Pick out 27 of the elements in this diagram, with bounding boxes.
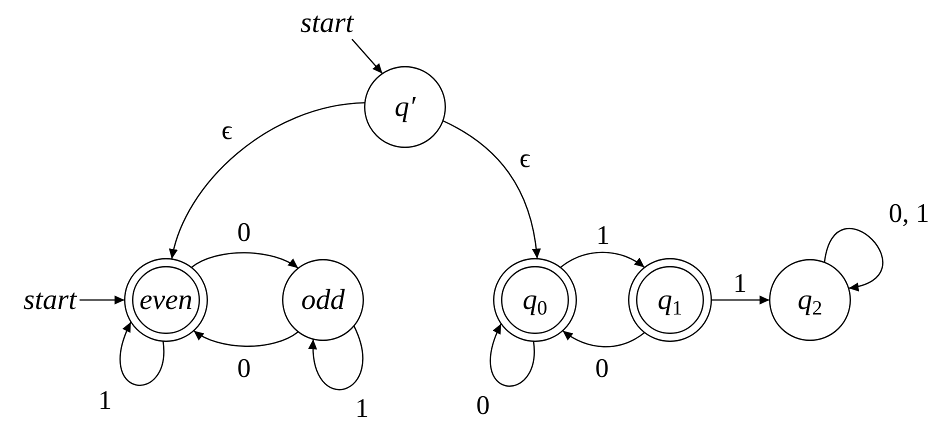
state-label: q$_{1}$ <box>658 284 682 316</box>
transition-arrow <box>562 330 645 348</box>
accepting-state-circle <box>124 258 208 342</box>
start-arrow <box>351 38 383 74</box>
state-label: q$_{0}$ <box>522 284 548 316</box>
state-circle <box>282 259 364 341</box>
state-label: even <box>139 284 193 316</box>
transition-arrow <box>193 330 298 347</box>
transition-arrow <box>170 102 365 260</box>
self-loop-arrow <box>308 326 364 390</box>
self-loop-arrow <box>120 322 164 386</box>
start-arrow <box>80 296 125 304</box>
state-label: odd <box>301 284 345 316</box>
accepting-state-circle <box>628 258 712 342</box>
state-circle <box>364 66 446 148</box>
start-label: start <box>297 6 357 40</box>
accepting-state-circle <box>493 258 577 342</box>
transition-arrow <box>560 252 645 268</box>
self-loop-arrow <box>490 324 535 386</box>
start-label: start <box>20 284 80 316</box>
state-label: q′ <box>394 92 416 122</box>
transition-arrow <box>711 296 770 304</box>
self-loop-arrow <box>824 228 883 290</box>
transition-arrow <box>191 252 298 269</box>
state-circle <box>769 259 851 341</box>
state-label: q$_{2}$ <box>798 284 822 316</box>
transition-arrow <box>442 120 541 259</box>
